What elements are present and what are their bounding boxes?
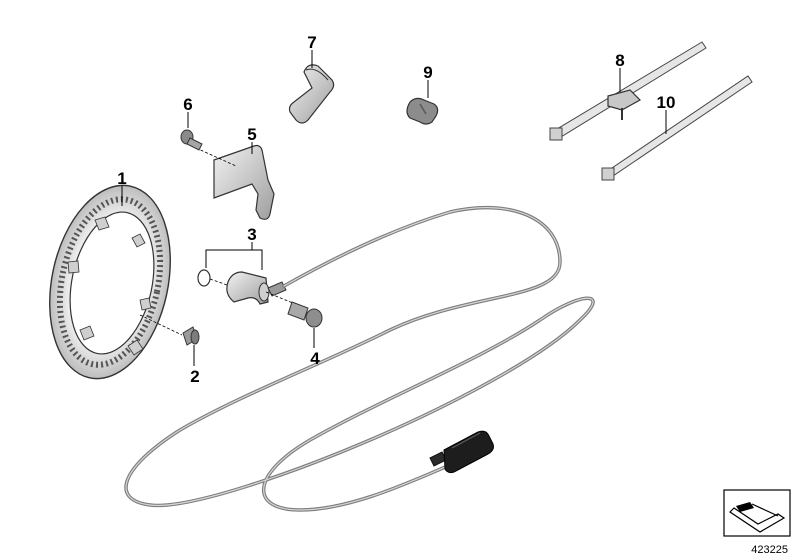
callout-10: 10 (657, 93, 676, 112)
sensor-cable (124, 205, 595, 512)
callout-6: 6 (183, 95, 192, 114)
cable-bracket (195, 144, 275, 220)
callout-5: 5 (247, 125, 256, 144)
cable-tie-with-anchor (549, 41, 707, 141)
abs-sensor-ring (49, 184, 171, 380)
callout-3: 3 (247, 225, 256, 244)
cable-tie (601, 75, 753, 181)
callout-1: 1 (117, 169, 126, 188)
callout-7: 7 (307, 33, 316, 52)
callout-2: 2 (190, 367, 199, 386)
callout-4: 4 (310, 349, 320, 368)
abs-sensor (197, 269, 287, 305)
rubber-grommet (406, 97, 439, 125)
diagram-number: 423225 (751, 544, 788, 556)
view-direction-icon (723, 489, 791, 537)
cable-clip (288, 64, 335, 124)
callout-9: 9 (423, 63, 432, 82)
ring-screw (139, 314, 200, 346)
bracket-screw (180, 129, 203, 151)
callout-8: 8 (615, 51, 624, 70)
sensor-screw (265, 291, 323, 328)
leader-lines (121, 50, 667, 366)
cable-plug (429, 430, 494, 474)
